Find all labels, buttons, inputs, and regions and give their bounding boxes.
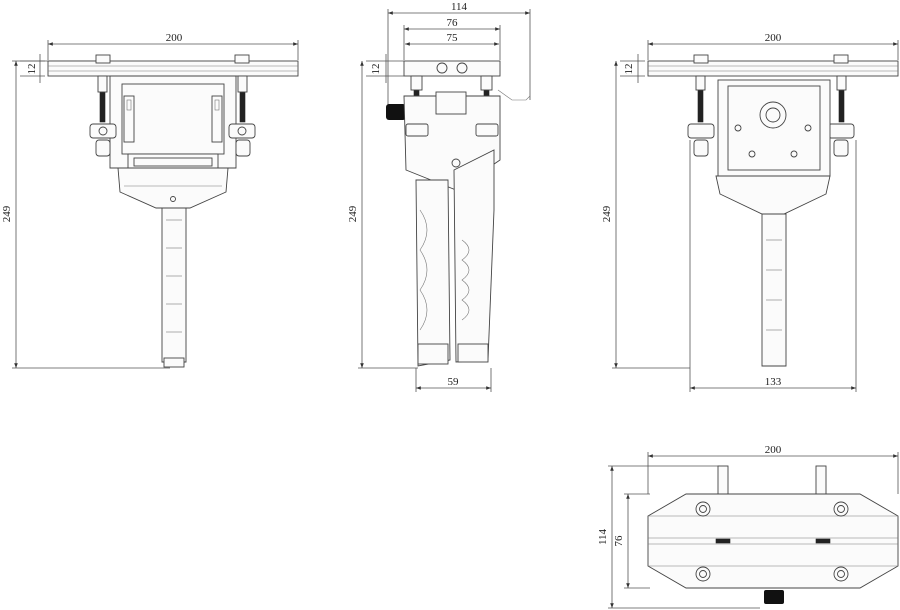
- side-inner-dimension: 75: [405, 32, 499, 46]
- top-depth-outer-dimension: 114: [597, 465, 760, 609]
- top-depth-inner-dimension: 76: [613, 493, 650, 589]
- top-width-dimension: 200: [647, 444, 899, 494]
- side-mid-label: 76: [447, 17, 459, 29]
- rear-width-label: 200: [765, 32, 782, 44]
- side-height-label: 249: [347, 205, 359, 222]
- side-inner-label: 75: [447, 32, 459, 44]
- side-grip-label: 59: [448, 376, 460, 388]
- top-depth-outer-label: 114: [597, 528, 609, 545]
- side-overall-dimension: 114: [387, 1, 531, 108]
- front-plate-label: 12: [26, 64, 38, 75]
- side-grip-dimension: 59: [415, 368, 492, 392]
- top-plate-outline: [647, 493, 899, 589]
- side-plate-dimension: 12: [366, 54, 404, 83]
- rear-height-label: 249: [601, 205, 613, 222]
- side-overall-label: 114: [451, 1, 468, 13]
- side-height-dimension: 249: [347, 61, 418, 369]
- front-plate-dimension: 12: [20, 54, 45, 83]
- top-view: 200 114 76: [597, 444, 899, 609]
- rear-height-dimension: 249: [601, 61, 690, 369]
- rear-base-dimension: 133: [689, 140, 857, 392]
- rear-width-dimension: 200: [647, 32, 899, 60]
- front-width-label: 200: [166, 32, 183, 44]
- top-depth-inner-label: 76: [613, 535, 625, 547]
- front-height-label: 249: [1, 205, 13, 222]
- side-mid-dimension: 76: [403, 17, 501, 60]
- rear-top-plate: [647, 60, 899, 77]
- front-view: 200 12 249: [1, 32, 299, 369]
- rear-base-label: 133: [765, 376, 782, 388]
- rear-view: 200 12 249 133: [601, 32, 899, 392]
- rear-plate-label: 12: [623, 64, 635, 75]
- side-view: 114 76 75 12 249: [347, 1, 531, 392]
- top-width-label: 200: [765, 444, 782, 456]
- front-top-plate: [47, 60, 299, 77]
- front-width-dimension: 200: [47, 32, 299, 60]
- side-top-plate: [403, 60, 501, 77]
- rear-plate-dimension: 12: [620, 54, 645, 83]
- side-plate-label: 12: [370, 64, 382, 75]
